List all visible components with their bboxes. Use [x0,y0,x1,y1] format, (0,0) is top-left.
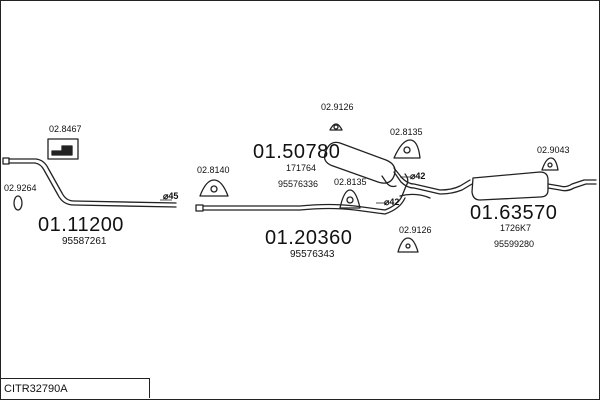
middle-pipe-oe: 95576343 [290,249,335,260]
diameter-label-1: ⌀45 [163,191,179,201]
center-silencer-oe1: 171764 [286,163,317,173]
center-silencer-oe2: 95576336 [278,179,319,189]
diameter-label-3: ⌀42 [384,197,400,207]
middle-pipe-drawing [195,173,409,215]
middle-pipe-number: 01.20360 [265,227,353,249]
center-silencer-number: 01.50780 [253,141,341,163]
mount-a-drawing [199,179,229,197]
kit-box-drawing [47,138,79,160]
rear-silencer-oe1: 1726K7 [500,223,532,233]
center-silencer-drawing [323,141,473,199]
front-pipe-number: 01.11200 [38,214,124,236]
kit-box-label: 02.8467 [49,124,82,134]
rear-silencer-oe2: 95599280 [494,239,535,249]
mount-c-label: 02.8135 [390,127,423,137]
mount-d-drawing [339,189,361,209]
gasket-drawing [13,195,23,211]
mount-c-drawing [393,139,421,159]
rear-silencer-drawing [471,171,597,201]
front-pipe-drawing [2,157,177,208]
mount-e-label: 02.9126 [399,225,432,235]
diagram-code: CITR32790A [0,378,150,398]
mount-f-label: 02.9043 [537,145,570,155]
mount-d-label: 02.8135 [334,177,367,187]
mount-b-label: 02.9126 [321,102,354,112]
gasket-label: 02.9264 [4,183,37,193]
rear-silencer-number: 01.63570 [470,202,558,224]
mount-f-drawing [541,157,559,171]
mount-b-drawing [329,123,343,131]
mount-e-drawing [397,237,419,253]
diameter-label-2: ⌀42 [410,171,426,181]
front-pipe-oe: 95587261 [62,236,107,247]
mount-a-label: 02.8140 [197,165,230,175]
